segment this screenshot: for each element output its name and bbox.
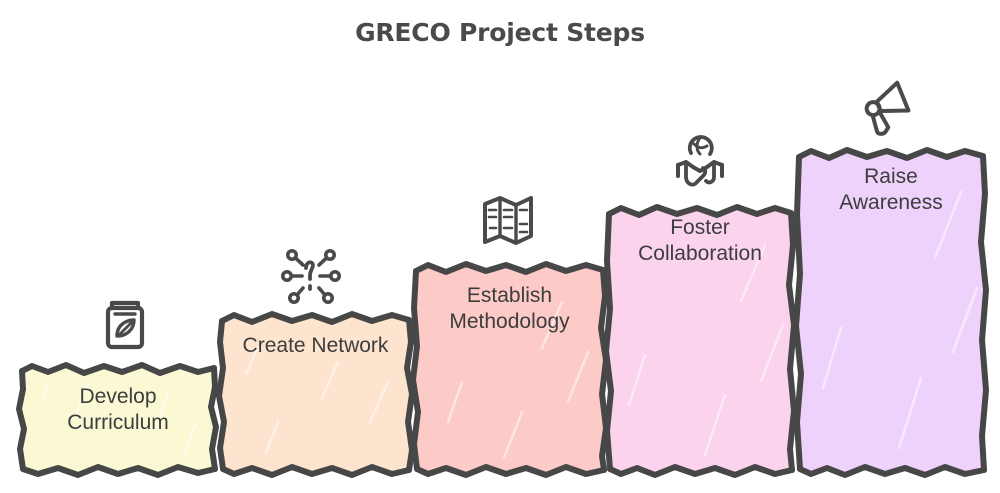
- bar-shape-1: [16, 362, 219, 478]
- bar-shape-4: [603, 204, 797, 478]
- bar-shape-3: [410, 261, 609, 478]
- bar-step-3[interactable]: Establish Methodology: [410, 261, 609, 478]
- seed-packet-icon: [95, 295, 155, 355]
- bar-shape-5: [793, 147, 989, 478]
- bar-shape-2: [216, 311, 415, 478]
- megaphone-icon: [858, 78, 918, 138]
- page-title: GRECO Project Steps: [355, 18, 645, 47]
- network-hub-icon: [281, 246, 341, 306]
- bar-step-1[interactable]: Develop Curriculum: [16, 362, 219, 478]
- bar-step-5[interactable]: Raise Awareness: [793, 147, 989, 478]
- bar-step-2[interactable]: Create Network: [216, 311, 415, 478]
- map-icon: [478, 190, 538, 250]
- handshake-globe-icon: [670, 135, 730, 195]
- bar-step-4[interactable]: Foster Collaboration: [603, 204, 797, 478]
